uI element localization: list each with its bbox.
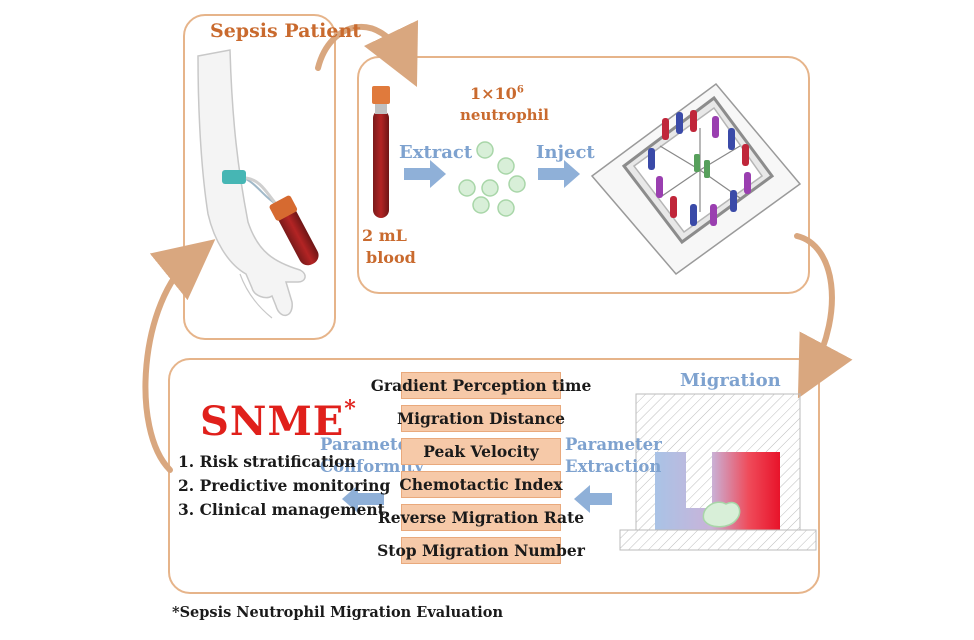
chip-reservoirs bbox=[648, 110, 751, 226]
microfluidic-chip-icon bbox=[590, 82, 802, 276]
patient-title: Sepsis Patient bbox=[210, 20, 362, 42]
parameter-extraction-line2: Extraction bbox=[565, 457, 662, 476]
arm-illustration bbox=[197, 49, 306, 319]
cycle-arrows bbox=[142, 19, 853, 473]
butterfly-needle bbox=[222, 170, 246, 184]
snme-item: 1. Risk stratification bbox=[178, 452, 356, 471]
arrow-patient-to-processing bbox=[315, 19, 419, 88]
parameter-item: Chemotactic Index bbox=[399, 471, 563, 498]
arrow-analysis-to-patient bbox=[142, 239, 216, 473]
neutrophil-count: 1×106 bbox=[470, 84, 524, 103]
parameter-conformity-line2: Conformity bbox=[320, 457, 424, 476]
parameter-extraction-arrow-icon bbox=[574, 485, 612, 513]
parameter-item: Stop Migration Number bbox=[377, 537, 585, 564]
extract-label: Extract bbox=[399, 142, 473, 163]
migration-channel bbox=[655, 452, 780, 530]
inject-label: Inject bbox=[536, 142, 595, 163]
snme-title: SNME* bbox=[200, 396, 357, 445]
migration-illustration bbox=[619, 393, 817, 551]
parameter-item: Gradient Perception time bbox=[371, 372, 591, 399]
parameter-conformity-label: Parameter Conformity bbox=[320, 434, 424, 478]
parameter-list: Gradient Perception time Migration Dista… bbox=[371, 372, 591, 570]
parameter-extraction-label: Parameter Extraction bbox=[565, 434, 662, 478]
blood-volume-label: 2 mL bbox=[362, 226, 407, 245]
snme-item: 2. Predictive monitoring bbox=[178, 476, 391, 495]
blood-unit-label: blood bbox=[366, 248, 416, 267]
snme-application-list: 1. Risk stratification 2. Predictive mon… bbox=[178, 452, 390, 524]
neutrophil-label: neutrophil bbox=[460, 106, 549, 124]
parameter-item: Reverse Migration Rate bbox=[378, 504, 584, 531]
neutrophil-count-base: 1×10 bbox=[470, 84, 517, 103]
sample-tube-icon bbox=[372, 86, 390, 218]
migration-label: Migration bbox=[680, 370, 781, 391]
snme-title-text: SNME bbox=[200, 398, 345, 445]
patient-blood-tube bbox=[269, 195, 319, 266]
arrow-processing-to-migration bbox=[794, 233, 853, 399]
migrating-neutrophil bbox=[702, 501, 741, 528]
parameter-conformity-line1: Parameter bbox=[320, 435, 417, 454]
footnote: *Sepsis Neutrophil Migration Evaluation bbox=[172, 604, 504, 621]
snme-item: 3. Clinical management bbox=[178, 500, 385, 519]
extract-arrow-icon bbox=[404, 160, 446, 188]
parameter-conformity-arrow-icon bbox=[342, 485, 384, 513]
parameter-extraction-line1: Parameter bbox=[565, 435, 662, 454]
parameter-item: Migration Distance bbox=[397, 405, 565, 432]
neutrophil-cells bbox=[458, 141, 526, 217]
parameter-item: Peak Velocity bbox=[401, 438, 561, 465]
inject-arrow-icon bbox=[538, 160, 580, 188]
snme-footnote-mark: * bbox=[344, 396, 357, 422]
neutrophil-count-exponent: 6 bbox=[516, 84, 524, 96]
